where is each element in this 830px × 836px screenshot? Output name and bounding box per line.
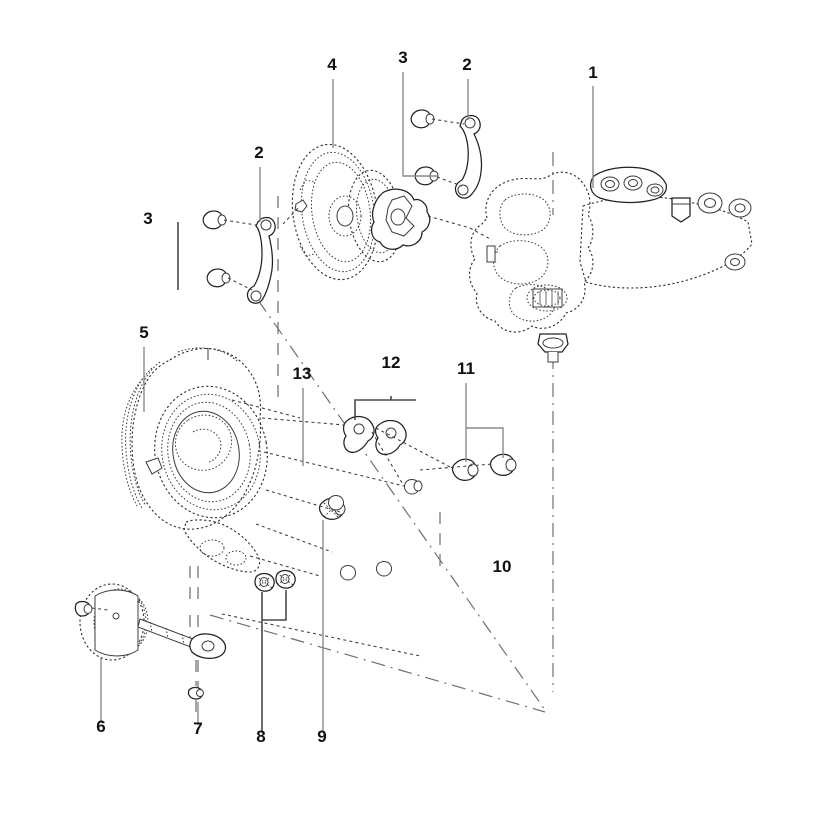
callout-label-9[interactable]: 9 <box>317 727 326 746</box>
part-v-band-clamp[interactable] <box>328 479 423 581</box>
callout-label-4[interactable]: 4 <box>327 55 337 74</box>
callout-label-3a[interactable]: 3 <box>398 48 407 67</box>
callout-label-12[interactable]: 12 <box>382 353 401 372</box>
washer-icon <box>328 495 344 511</box>
part-heat-shield-assembly[interactable] <box>284 139 431 285</box>
callout-label-8[interactable]: 8 <box>256 727 265 746</box>
part-turbine-housing-exhaust-manifold[interactable] <box>469 166 753 363</box>
nut-icon <box>275 569 296 589</box>
washer-icon <box>376 561 392 577</box>
part-bolts-left[interactable] <box>202 210 231 288</box>
part-bracket-left[interactable] <box>246 216 276 304</box>
bolt-icon <box>206 268 231 288</box>
part-bolt-pair-right[interactable] <box>451 453 517 481</box>
bolt-icon <box>410 109 435 129</box>
leader-8 <box>261 590 287 733</box>
callout-label-10[interactable]: 10 <box>493 557 512 576</box>
callout-label-5[interactable]: 5 <box>139 323 148 342</box>
bolt-icon <box>202 210 227 230</box>
callout-label-7[interactable]: 7 <box>193 719 202 738</box>
part-wastegate-actuator[interactable] <box>74 583 227 661</box>
leader-3-upper <box>402 72 437 177</box>
nut-icon <box>254 572 275 592</box>
part-compressor-housing[interactable] <box>121 347 278 573</box>
assembly-axis-lines <box>189 152 554 713</box>
callout-leaders <box>100 72 594 733</box>
callout-label-6[interactable]: 6 <box>96 717 105 736</box>
callout-label-3b[interactable]: 3 <box>143 209 152 228</box>
assembly-connection-lines <box>91 118 493 657</box>
washer-icon <box>404 479 423 495</box>
leader-11 <box>465 383 504 462</box>
bolt-icon <box>451 458 479 481</box>
bolt-icon <box>489 453 517 476</box>
callout-labels: 1 2 2 3 3 4 5 6 7 8 9 10 11 12 13 <box>96 48 597 746</box>
part-bracket-right[interactable] <box>454 114 483 199</box>
callout-label-11[interactable]: 11 <box>457 359 475 378</box>
part-actuator-rod-clip[interactable] <box>187 660 204 718</box>
leader-12 <box>354 396 416 420</box>
part-nut-pair[interactable] <box>254 569 296 592</box>
callout-label-2a[interactable]: 2 <box>462 55 471 74</box>
callout-label-13[interactable]: 13 <box>293 364 312 383</box>
callout-label-2b[interactable]: 2 <box>254 143 263 162</box>
part-clamp-pair[interactable] <box>342 415 407 456</box>
washer-icon <box>340 565 356 581</box>
callout-label-1[interactable]: 1 <box>588 63 597 82</box>
